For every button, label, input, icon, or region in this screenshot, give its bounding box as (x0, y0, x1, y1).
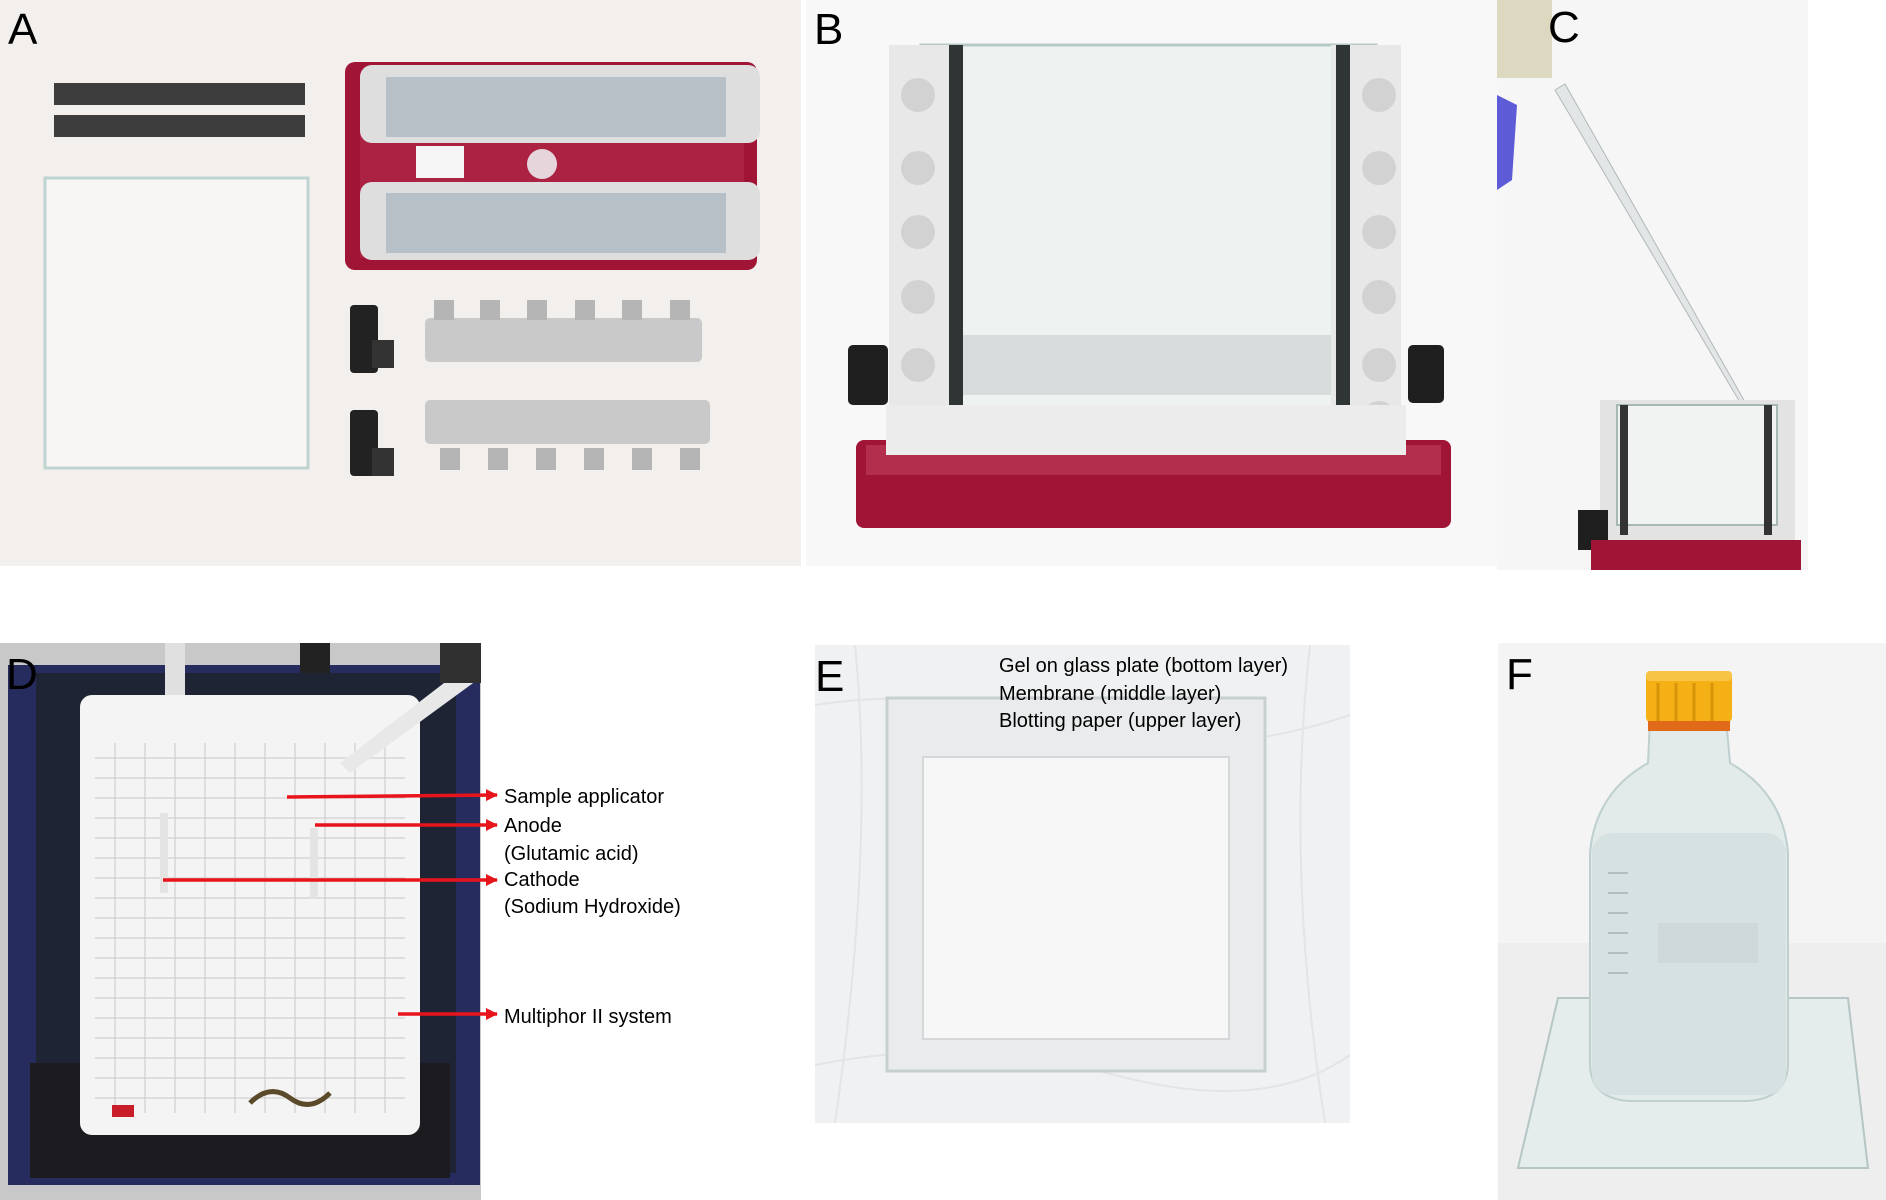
photo-pipetting-gel (1497, 0, 1808, 570)
label-cathode-detail: (Sodium Hydroxide) (504, 896, 681, 918)
pipette-controller (1497, 0, 1552, 78)
clamp-bar (425, 318, 702, 362)
panel-letter-f: F (1506, 650, 1533, 699)
panel-letter-b: B (814, 5, 844, 54)
photo-blotting-stack (815, 645, 1350, 1123)
photo-buffer-bottle (1498, 643, 1886, 1200)
clamp-knob (848, 345, 888, 405)
panel-d: D (0, 643, 481, 1200)
panel-c: C (1497, 0, 1808, 570)
label-anode-detail: (Glutamic acid) (504, 843, 639, 865)
panel-e: E (815, 645, 1350, 1123)
label-gel-layer: Gel on glass plate (bottom layer) (999, 655, 1289, 677)
label-anode: Anode (504, 815, 562, 837)
panel-letter-c: C (1548, 3, 1580, 52)
photo-multiphor-tray (0, 643, 481, 1200)
panel-letter-e: E (815, 652, 845, 701)
label-multiphor: Multiphor II system (504, 1006, 672, 1028)
label-blotting-layer: Blotting paper (upper layer) (999, 710, 1242, 732)
clamp-knob (350, 305, 378, 373)
label-membrane-layer: Membrane (middle layer) (999, 683, 1222, 705)
spacer-strip (54, 115, 305, 137)
blotting-paper (922, 756, 1230, 1040)
panel-letter-d: D (6, 650, 38, 699)
clamp-knob (1408, 345, 1444, 403)
clamp-bar (425, 400, 710, 444)
panel-letter-a: A (8, 5, 38, 54)
spacer-strip (54, 83, 305, 105)
photo-assembled-casting-stand (806, 0, 1501, 566)
panel-b: B (806, 0, 1501, 566)
clamp-knob (350, 410, 378, 476)
label-sample-applicator: Sample applicator (504, 786, 665, 808)
panel-f: F (1498, 643, 1886, 1200)
glass-plate (43, 176, 310, 470)
label-cathode: Cathode (504, 869, 580, 891)
panel-a: A (0, 0, 801, 566)
photo-gel-casting-parts (0, 0, 801, 566)
grid-plate (80, 695, 420, 1135)
